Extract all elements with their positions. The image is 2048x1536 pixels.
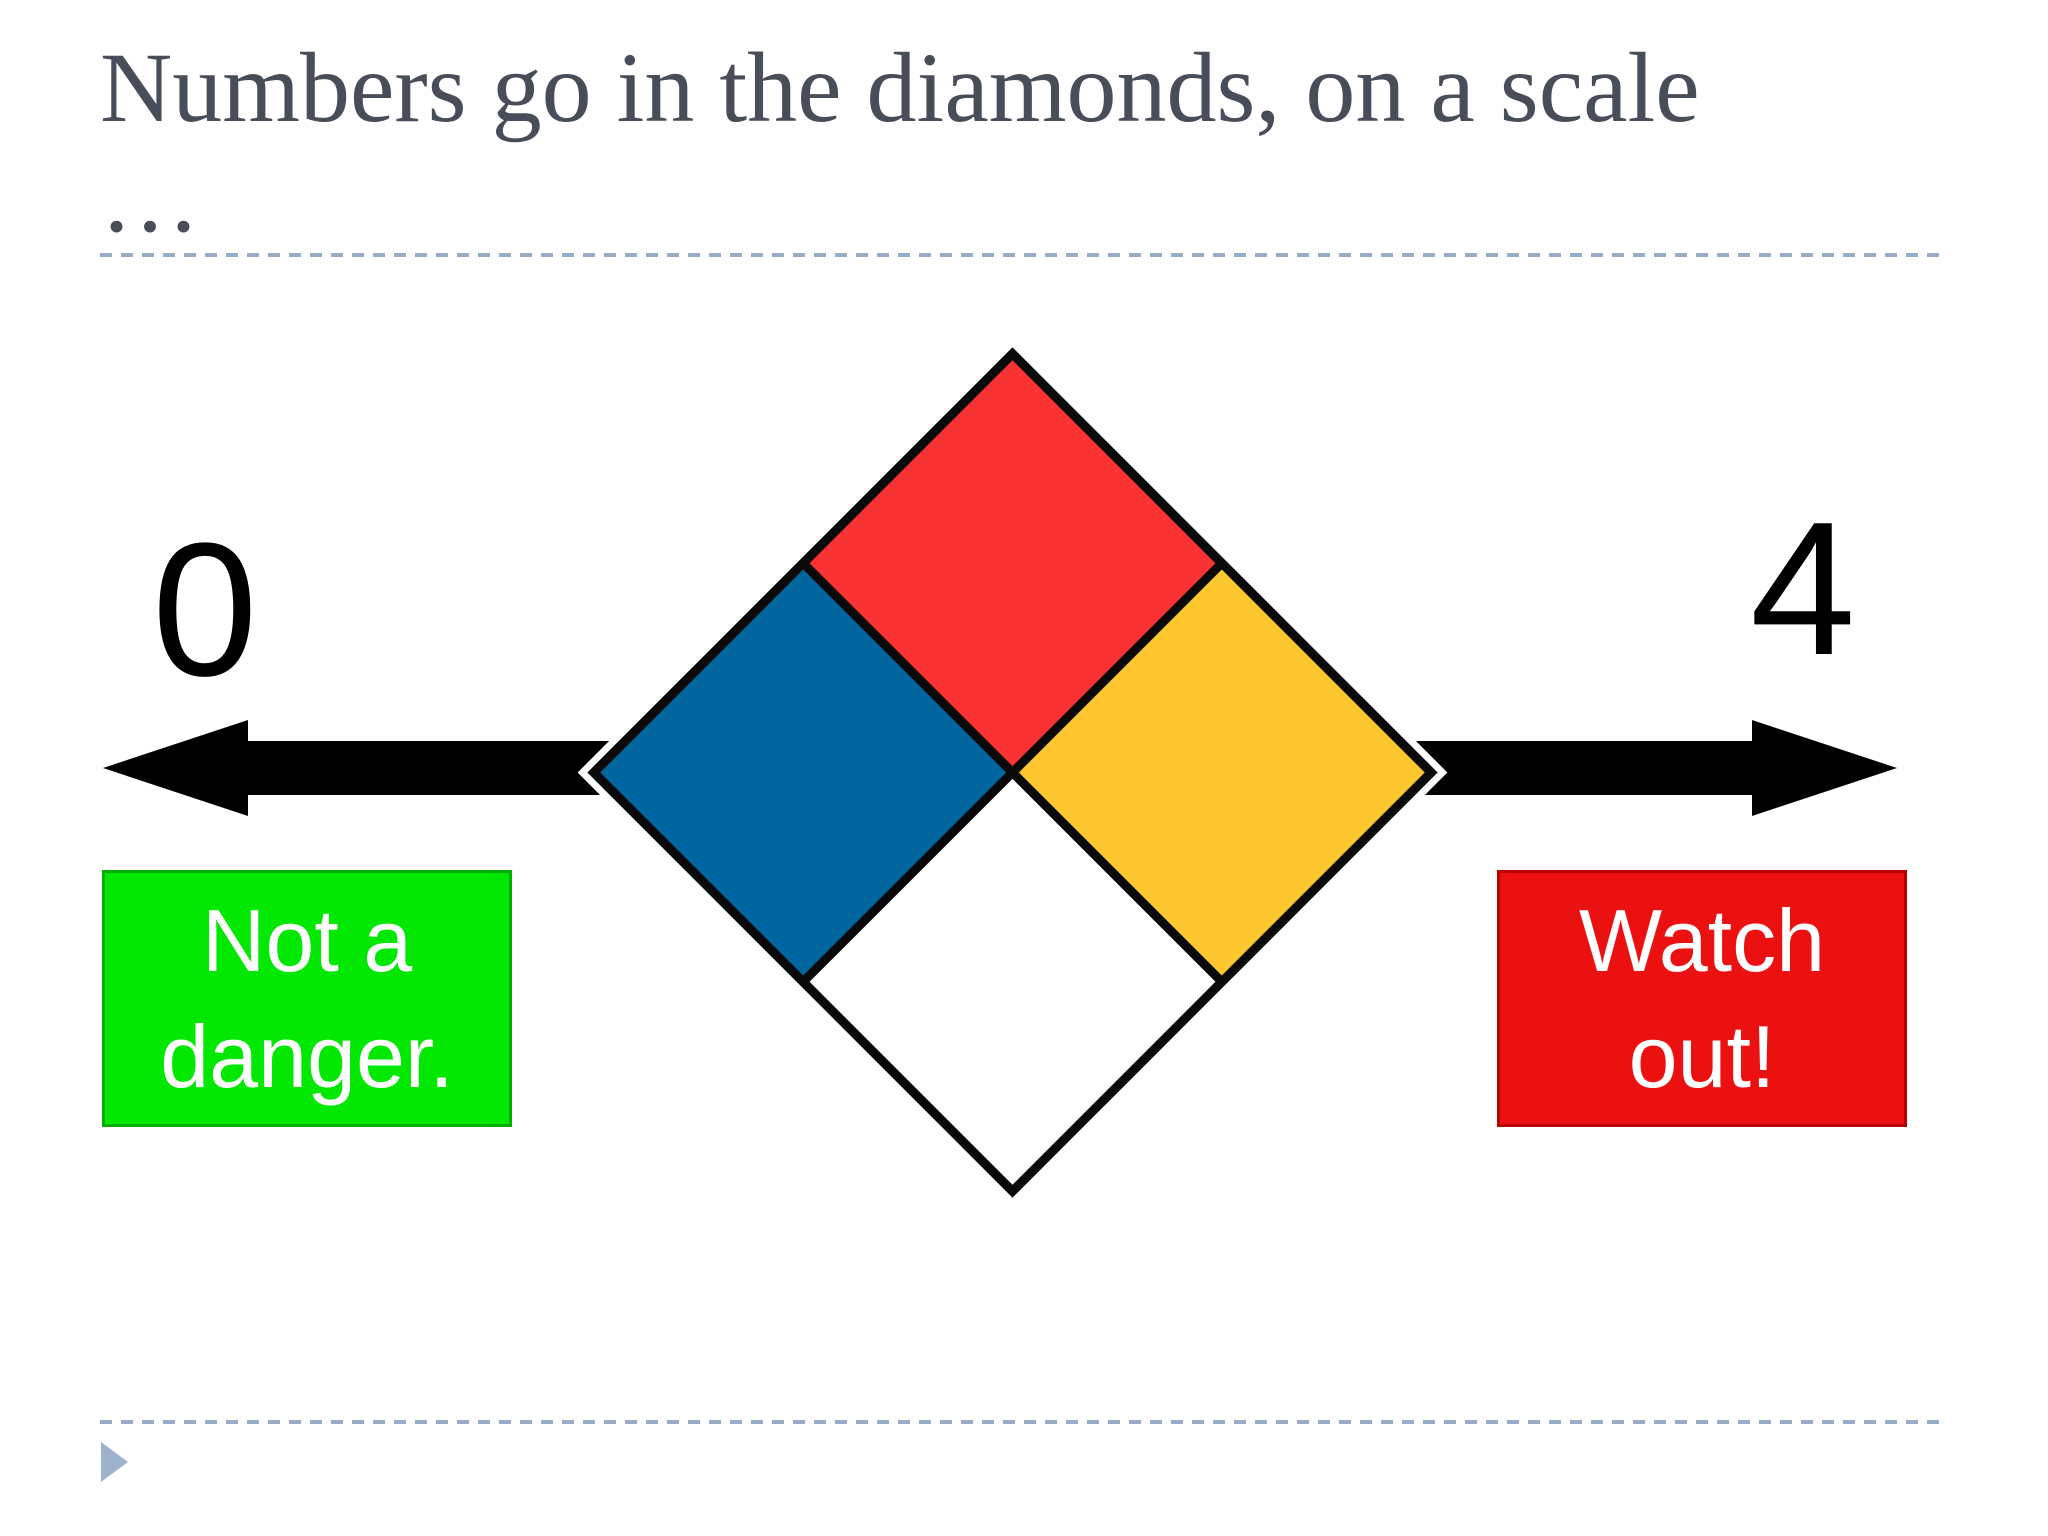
red-label-line-2: out! (1628, 1006, 1776, 1106)
footer-divider (100, 1420, 1945, 1424)
red-label-line-1: Watch (1578, 890, 1826, 990)
watch-out-label: Watch out! (1497, 870, 1907, 1127)
page-title: Numbers go in the diamonds, on a scale … (100, 33, 2000, 253)
green-label-line-2: danger. (160, 1006, 454, 1106)
title-divider (100, 253, 1945, 257)
scale-max-label: 4 (1750, 483, 1856, 695)
footer-bullet-icon (101, 1442, 128, 1482)
title-line-2: … (100, 142, 200, 253)
green-label-line-1: Not a (201, 890, 413, 990)
not-a-danger-label: Not a danger. (102, 870, 512, 1127)
scale-min-label: 0 (152, 504, 258, 716)
title-line-1: Numbers go in the diamonds, on a scale (100, 32, 1700, 143)
